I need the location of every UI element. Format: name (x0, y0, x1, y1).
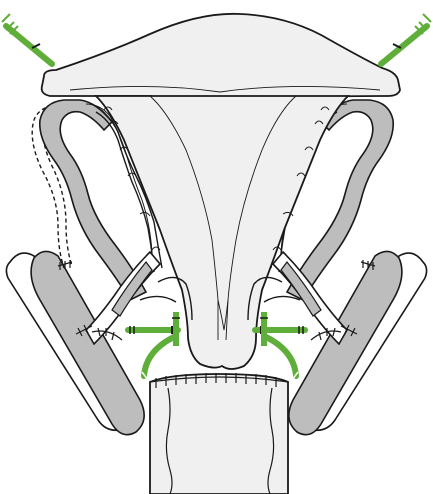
vaginal-canal (150, 374, 288, 494)
top-right-clamp (381, 14, 431, 64)
lower-left-clamp (128, 312, 180, 380)
lower-right-clamp (255, 312, 305, 380)
top-left-clamp (2, 14, 52, 64)
